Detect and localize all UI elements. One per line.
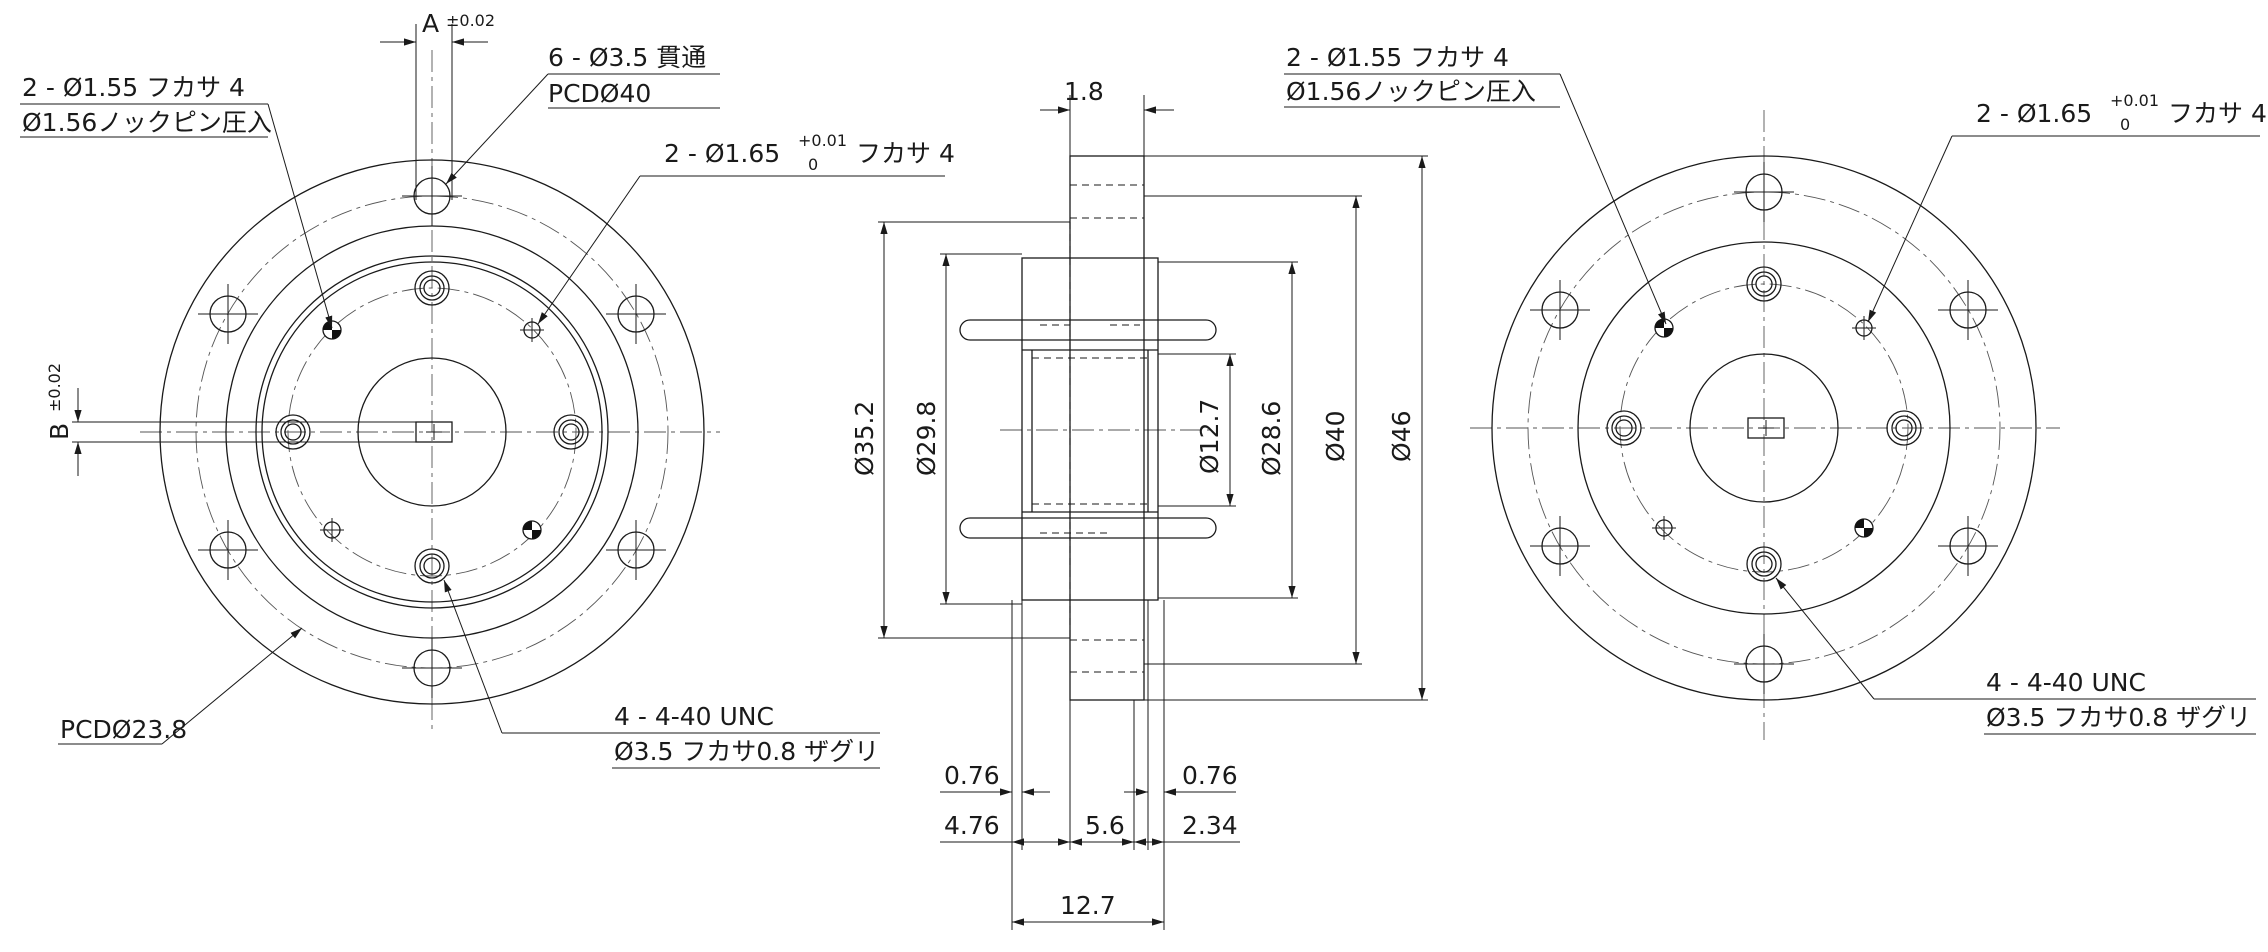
right-small-hole-prefix: 2 - Ø1.65 <box>1976 99 2092 128</box>
dim-076-left: 0.76 <box>944 761 1000 790</box>
dim-d29-8: Ø29.8 <box>912 401 941 476</box>
right-front-view: 2 - Ø1.55 フカサ 4 Ø1.56ノックピン圧入 2 - Ø1.65 +… <box>1284 43 2267 740</box>
left-tap-note-2: Ø3.5 フカサ0.8 ザグリ <box>614 737 879 766</box>
left-through-holes <box>198 166 666 698</box>
left-small-hole-tol-lower: 0 <box>808 155 818 174</box>
right-tap-note-1: 4 - 4-40 UNC <box>1986 668 2146 697</box>
dim-b-tolerance: ±0.02 <box>45 363 64 412</box>
right-pin-holes <box>1654 318 1874 538</box>
side-body <box>1021 257 1159 601</box>
through-hole-note-1: 6 - Ø3.5 貫通 <box>548 43 706 72</box>
dim-d35-2: Ø35.2 <box>850 401 879 476</box>
dim-flange-thickness: 1.8 <box>1064 77 1104 106</box>
left-outer-flange-outline <box>159 159 705 705</box>
left-key-slot <box>415 421 453 443</box>
left-center-bore <box>357 357 507 507</box>
side-view: 1.8 Ø35.2 Ø29.8 Ø12.7 Ø28.6 Ø40 <box>850 77 1428 930</box>
right-pin-hole-note-1: 2 - Ø1.55 フカサ 4 <box>1286 43 1509 72</box>
right-through-holes <box>1530 162 1998 694</box>
right-tap-note-2: Ø3.5 フカサ0.8 ザグリ <box>1986 703 2251 732</box>
left-small-hole-tol-upper: +0.01 <box>798 131 847 150</box>
dim-12-7-overall: 12.7 <box>1060 891 1116 920</box>
left-pcd238-circle <box>287 287 577 577</box>
dim-d12-7: Ø12.7 <box>1195 399 1224 474</box>
pcd-note: PCDØ23.8 <box>60 715 187 744</box>
side-pins <box>959 319 1217 539</box>
left-step-inner <box>261 261 603 603</box>
right-small-hole-tol-upper: +0.01 <box>2110 91 2159 110</box>
right-outer-flange-outline <box>1491 155 2037 701</box>
left-step-outline <box>255 255 609 609</box>
right-tapped-holes <box>1606 266 1922 582</box>
right-key-slot <box>1747 417 1785 439</box>
dim-a-tolerance: ±0.02 <box>446 11 495 30</box>
left-pin-hole-note-2: Ø1.56ノックピン圧入 <box>22 108 272 137</box>
left-small-holes <box>320 318 544 542</box>
right-small-holes <box>1652 316 1876 540</box>
dim-a-label: A <box>422 9 439 38</box>
right-small-hole-tol-lower: 0 <box>2120 115 2130 134</box>
left-small-hole-suffix: フカサ 4 <box>856 139 955 168</box>
left-tap-note-1: 4 - 4-40 UNC <box>614 702 774 731</box>
through-hole-note-2: PCDØ40 <box>548 79 651 108</box>
dim-d40: Ø40 <box>1321 411 1350 463</box>
left-front-view: A ±0.02 B ±0.02 2 - Ø1.55 フカサ 4 Ø1.56ノック… <box>20 9 955 769</box>
left-pin-hole-note-1: 2 - Ø1.55 フカサ 4 <box>22 73 245 102</box>
right-pin-hole-note-2: Ø1.56ノックピン圧入 <box>1286 77 1536 106</box>
dim-5-6: 5.6 <box>1085 811 1125 840</box>
right-center-bore <box>1689 353 1839 503</box>
right-ring-outline <box>1577 241 1951 615</box>
dim-4-76: 4.76 <box>944 811 1000 840</box>
dim-2-34: 2.34 <box>1182 811 1238 840</box>
right-small-hole-suffix: フカサ 4 <box>2168 99 2267 128</box>
dim-b-label: B <box>45 423 74 440</box>
left-small-hole-prefix: 2 - Ø1.65 <box>664 139 780 168</box>
dim-d28-6: Ø28.6 <box>1257 401 1286 476</box>
left-tapped-holes <box>275 270 589 584</box>
side-flange <box>1069 155 1145 701</box>
dim-076-right: 0.76 <box>1182 761 1238 790</box>
dim-d46: Ø46 <box>1387 411 1416 463</box>
